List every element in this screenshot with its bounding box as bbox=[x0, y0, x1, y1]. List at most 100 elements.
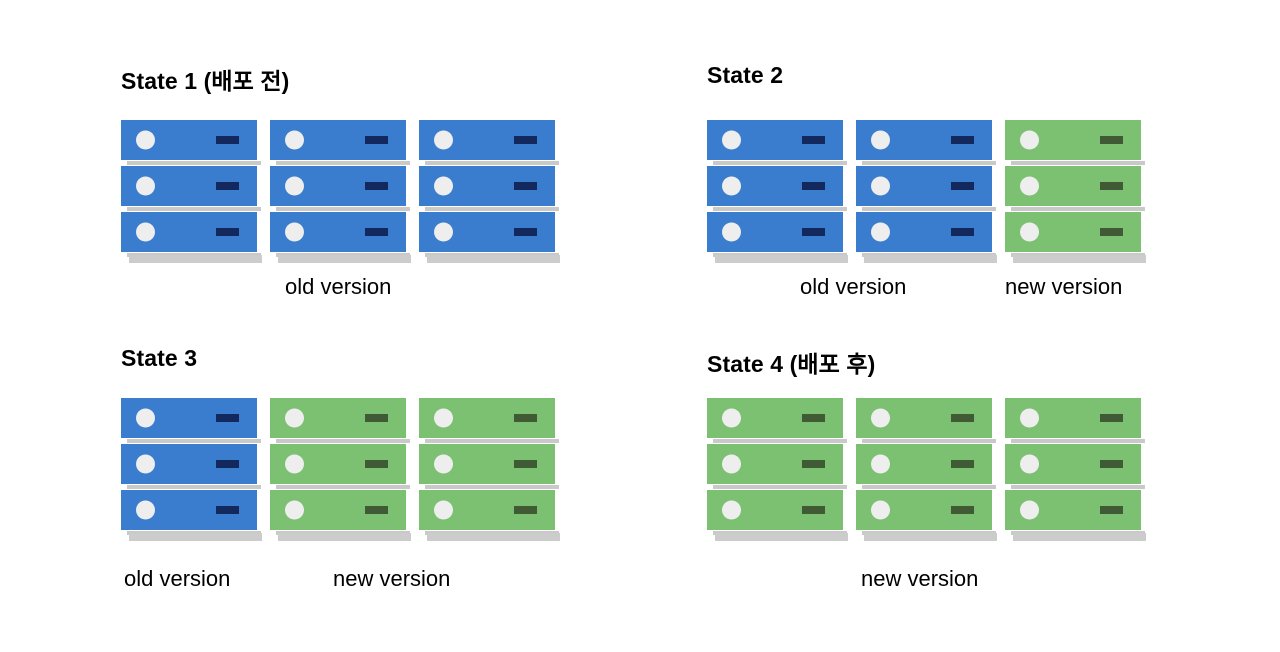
power-led-icon bbox=[722, 408, 741, 428]
power-led-icon bbox=[434, 454, 453, 474]
drive-slot-icon bbox=[216, 460, 239, 468]
drive-slot-icon bbox=[365, 506, 388, 514]
power-led-icon bbox=[434, 130, 453, 150]
server-rack-old[interactable] bbox=[270, 120, 411, 263]
power-led-icon bbox=[871, 176, 890, 196]
server-unit-new bbox=[707, 490, 847, 535]
drive-slot-icon bbox=[951, 414, 974, 422]
rack-base-shadow bbox=[278, 533, 411, 541]
server-unit-old bbox=[121, 444, 261, 489]
server-unit-new bbox=[856, 490, 996, 535]
power-led-icon bbox=[871, 500, 890, 520]
server-unit-new bbox=[270, 444, 410, 489]
power-led-icon bbox=[871, 130, 890, 150]
drive-slot-icon bbox=[1100, 228, 1123, 236]
power-led-icon bbox=[722, 176, 741, 196]
drive-slot-icon bbox=[216, 136, 239, 144]
power-led-icon bbox=[285, 454, 304, 474]
power-led-icon bbox=[136, 176, 155, 196]
power-led-icon bbox=[434, 408, 453, 428]
state-2-title: State 2 bbox=[707, 62, 784, 88]
state-4-racks bbox=[707, 398, 1146, 541]
server-unit-old bbox=[419, 120, 559, 165]
server-unit-new bbox=[856, 398, 996, 443]
state-2-racks bbox=[707, 120, 1146, 263]
server-rack-old[interactable] bbox=[121, 120, 262, 263]
drive-slot-icon bbox=[216, 228, 239, 236]
server-unit-new bbox=[270, 490, 410, 535]
drive-slot-icon bbox=[1100, 182, 1123, 190]
server-rack-new[interactable] bbox=[1005, 398, 1146, 541]
drive-slot-icon bbox=[951, 460, 974, 468]
server-rack-new[interactable] bbox=[270, 398, 411, 541]
drive-slot-icon bbox=[802, 460, 825, 468]
server-unit-new bbox=[707, 398, 847, 443]
drive-slot-icon bbox=[514, 506, 537, 514]
power-led-icon bbox=[434, 176, 453, 196]
caption-new-version: new version bbox=[1005, 274, 1123, 299]
caption-new-version: new version bbox=[333, 566, 451, 591]
caption-old-version: old version bbox=[285, 274, 392, 299]
server-unit-old bbox=[121, 490, 261, 535]
server-rack-old[interactable] bbox=[121, 398, 262, 541]
rack-base-shadow bbox=[129, 533, 262, 541]
server-unit-old bbox=[707, 212, 847, 257]
power-led-icon bbox=[136, 130, 155, 150]
state-4-title: State 4 (배포 후) bbox=[707, 351, 876, 377]
server-unit-old bbox=[121, 212, 261, 257]
drive-slot-icon bbox=[365, 136, 388, 144]
power-led-icon bbox=[722, 130, 741, 150]
power-led-icon bbox=[136, 222, 155, 242]
rack-base-shadow bbox=[427, 255, 560, 263]
power-led-icon bbox=[722, 222, 741, 242]
drive-slot-icon bbox=[365, 460, 388, 468]
power-led-icon bbox=[285, 176, 304, 196]
power-led-icon bbox=[1020, 408, 1039, 428]
server-rack-old[interactable] bbox=[419, 120, 560, 263]
server-unit-old bbox=[856, 166, 996, 211]
drive-slot-icon bbox=[951, 136, 974, 144]
server-unit-new bbox=[1005, 490, 1145, 535]
power-led-icon bbox=[1020, 500, 1039, 520]
drive-slot-icon bbox=[802, 506, 825, 514]
server-rack-new[interactable] bbox=[419, 398, 560, 541]
power-led-icon bbox=[871, 454, 890, 474]
server-unit-new bbox=[1005, 444, 1145, 489]
server-rack-new[interactable] bbox=[1005, 120, 1146, 263]
server-unit-old bbox=[856, 212, 996, 257]
drive-slot-icon bbox=[514, 414, 537, 422]
drive-slot-icon bbox=[802, 414, 825, 422]
power-led-icon bbox=[1020, 454, 1039, 474]
power-led-icon bbox=[285, 130, 304, 150]
power-led-icon bbox=[285, 408, 304, 428]
drive-slot-icon bbox=[802, 136, 825, 144]
server-rack-old[interactable] bbox=[856, 120, 997, 263]
drive-slot-icon bbox=[216, 414, 239, 422]
server-unit-old bbox=[419, 166, 559, 211]
server-rack-old[interactable] bbox=[707, 120, 848, 263]
server-unit-new bbox=[419, 398, 559, 443]
state-3-title: State 3 bbox=[121, 345, 198, 371]
server-rack-new[interactable] bbox=[707, 398, 848, 541]
rack-base-shadow bbox=[715, 533, 848, 541]
server-unit-new bbox=[856, 444, 996, 489]
rack-base-shadow bbox=[864, 255, 997, 263]
server-unit-old bbox=[856, 120, 996, 165]
drive-slot-icon bbox=[514, 136, 537, 144]
server-unit-new bbox=[1005, 166, 1145, 211]
server-unit-old bbox=[121, 120, 261, 165]
caption-new-version: new version bbox=[861, 566, 979, 591]
state-3-racks bbox=[121, 398, 560, 541]
power-led-icon bbox=[136, 408, 155, 428]
server-rack-new[interactable] bbox=[856, 398, 997, 541]
server-unit-old bbox=[270, 166, 410, 211]
caption-old-version: old version bbox=[800, 274, 907, 299]
drive-slot-icon bbox=[1100, 414, 1123, 422]
server-unit-old bbox=[419, 212, 559, 257]
drive-slot-icon bbox=[365, 228, 388, 236]
drive-slot-icon bbox=[216, 182, 239, 190]
power-led-icon bbox=[434, 222, 453, 242]
drive-slot-icon bbox=[1100, 460, 1123, 468]
drive-slot-icon bbox=[951, 228, 974, 236]
power-led-icon bbox=[285, 500, 304, 520]
